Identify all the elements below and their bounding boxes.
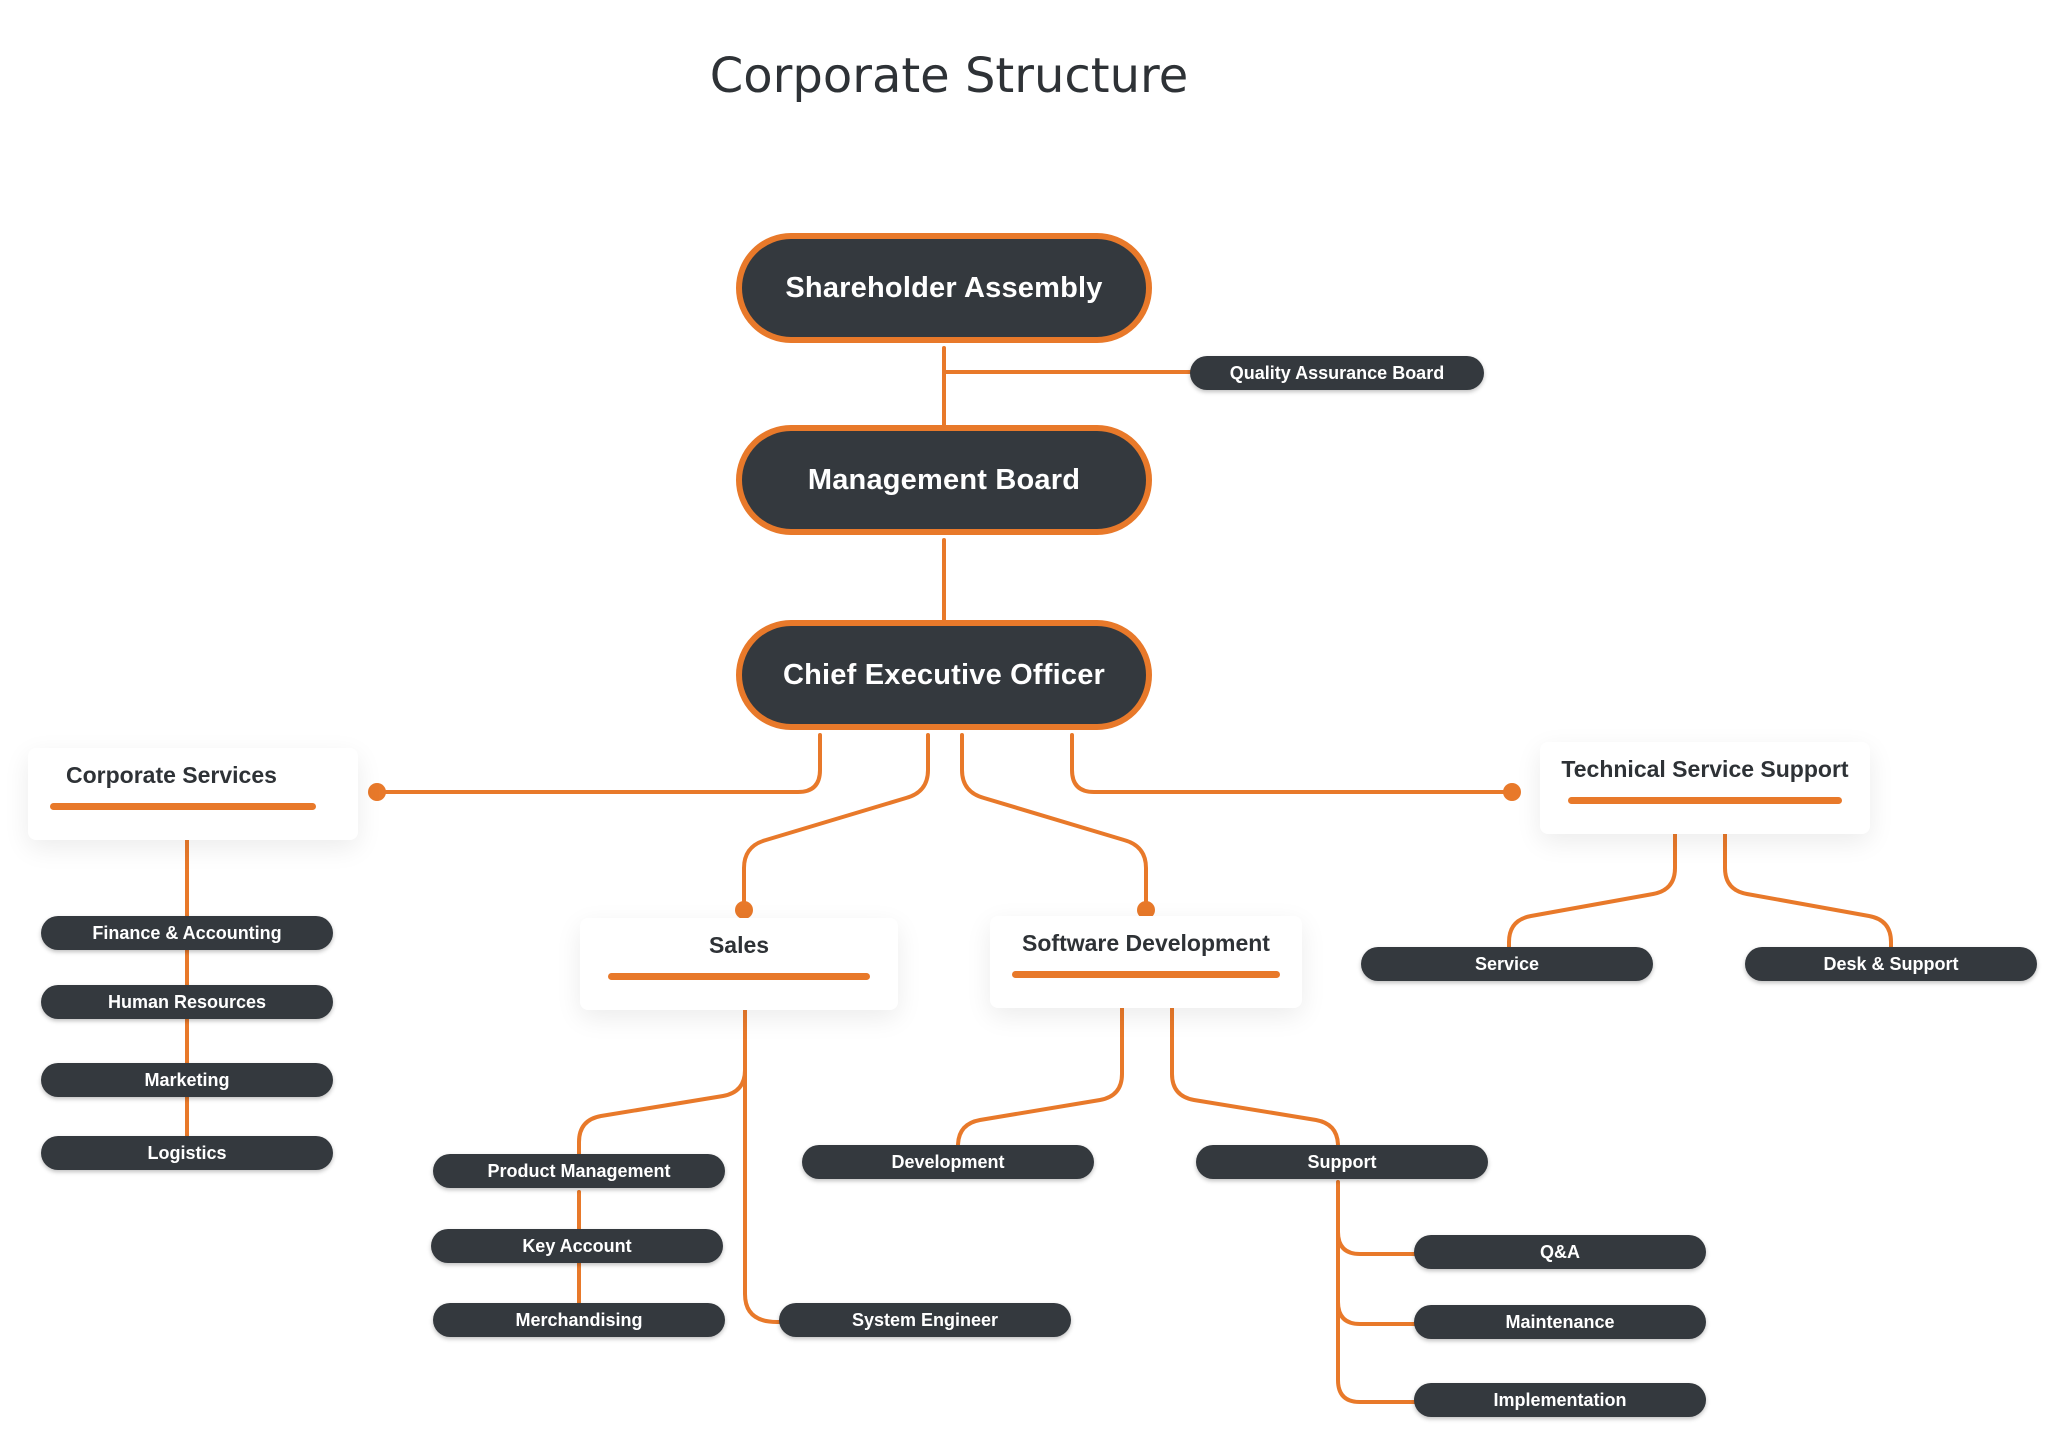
dept-sales[interactable]: Sales: [580, 918, 898, 1010]
connector-dot-technical-support: [1503, 783, 1521, 801]
node-support[interactable]: Support: [1196, 1145, 1488, 1179]
node-system-engineer[interactable]: System Engineer: [779, 1303, 1071, 1337]
node-finance-accounting[interactable]: Finance & Accounting: [41, 916, 333, 950]
dept-corporate-services-label: Corporate Services: [66, 762, 277, 788]
connector-sales-product: [577, 1068, 747, 1160]
dept-software-development-label: Software Development: [1022, 930, 1270, 956]
node-human-resources[interactable]: Human Resources: [41, 985, 333, 1019]
connector-support-maintenance: [1336, 1300, 1418, 1326]
dept-technical-service-support-label: Technical Service Support: [1561, 756, 1849, 782]
page-title: Corporate Structure: [709, 48, 1189, 104]
node-ceo[interactable]: Chief Executive Officer: [736, 620, 1152, 730]
connector-ceo-technical-support: [1070, 733, 1514, 794]
dept-sales-label: Sales: [708, 932, 770, 958]
node-management-board[interactable]: Management Board: [736, 425, 1152, 535]
connector-swdev-development: [956, 1004, 1124, 1150]
node-shareholder-assembly[interactable]: Shareholder Assembly: [736, 233, 1152, 343]
connector-sales-trunk: [743, 1005, 784, 1324]
dept-software-development[interactable]: Software Development: [990, 916, 1302, 1008]
connector-support-qa: [1336, 1230, 1418, 1256]
node-service[interactable]: Service: [1361, 947, 1653, 981]
node-product-management[interactable]: Product Management: [433, 1154, 725, 1188]
connector-tss-desk: [1723, 827, 1893, 952]
node-development[interactable]: Development: [802, 1145, 1094, 1179]
connector-support-items: [1336, 1180, 1418, 1404]
node-key-account[interactable]: Key Account: [431, 1229, 723, 1263]
node-maintenance[interactable]: Maintenance: [1414, 1305, 1706, 1339]
node-logistics[interactable]: Logistics: [41, 1136, 333, 1170]
dept-sales-underline: [608, 973, 870, 980]
connector-dot-software-development: [1137, 901, 1155, 919]
connector-ceo-corporate-services: [375, 733, 822, 794]
node-merchandising[interactable]: Merchandising: [433, 1303, 725, 1337]
node-quality-assurance-board[interactable]: Quality Assurance Board: [1190, 356, 1484, 390]
node-marketing[interactable]: Marketing: [41, 1063, 333, 1097]
dept-technical-service-support-underline: [1568, 797, 1842, 804]
node-qa[interactable]: Q&A: [1414, 1235, 1706, 1269]
connector-dot-corporate-services: [368, 783, 386, 801]
node-desk-support[interactable]: Desk & Support: [1745, 947, 2037, 981]
dept-software-development-underline: [1012, 971, 1280, 978]
connector-ceo-sales: [742, 733, 930, 910]
dept-corporate-services-underline: [50, 803, 316, 810]
connector-dot-sales: [735, 901, 753, 919]
connector-swdev-support: [1170, 1004, 1340, 1150]
dept-corporate-services[interactable]: Corporate Services: [28, 748, 358, 840]
connector-tss-service: [1507, 827, 1677, 952]
connector-ceo-software-development: [960, 733, 1148, 910]
dept-technical-service-support[interactable]: Technical Service Support: [1540, 742, 1870, 834]
node-implementation[interactable]: Implementation: [1414, 1383, 1706, 1417]
